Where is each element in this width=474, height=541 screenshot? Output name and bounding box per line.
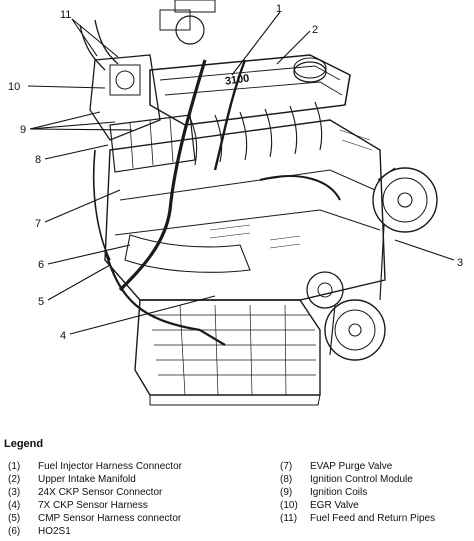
legend-number: (11) (280, 513, 298, 524)
legend-item: (4) 7X CKP Sensor Harness (8, 499, 248, 512)
legend-item: (10) EGR Valve (280, 499, 470, 512)
legend-label: HO2S1 (38, 526, 71, 537)
legend-label: 24X CKP Sensor Connector (38, 487, 163, 498)
callout-9: 9 (20, 124, 26, 136)
legend-number: (9) (280, 487, 293, 498)
legend-number: (10) (280, 500, 298, 511)
legend-number: (3) (8, 487, 21, 498)
callout-7: 7 (35, 218, 41, 230)
legend-number: (2) (8, 474, 21, 485)
callout-8: 8 (35, 154, 41, 166)
callout-numbers: 1 2 3 4 5 6 7 8 9 10 11 (8, 3, 463, 342)
callout-11: 11 (60, 9, 71, 21)
manifold-lettering: 3100 (224, 72, 250, 87)
legend-label: Fuel Feed and Return Pipes (310, 513, 436, 524)
legend-column-left: (1) Fuel Injector Harness Connector (2) Up… (8, 460, 248, 538)
legend-title: Legend (4, 438, 44, 450)
callout-3: 3 (457, 257, 463, 269)
legend-item: (9) Ignition Coils (280, 486, 470, 499)
legend-label: 7X CKP Sensor Harness (38, 500, 148, 511)
callout-leaders (27, 11, 455, 335)
legend-label: Upper Intake Manifold (38, 474, 136, 485)
legend-column-right: (7) EVAP Purge Valve (8) Ignition Control … (280, 460, 470, 525)
callout-6: 6 (38, 259, 44, 271)
legend-label: Ignition Coils (310, 487, 368, 498)
legend-number: (8) (280, 474, 293, 485)
legend-number: (4) (8, 500, 21, 511)
legend-number: (5) (8, 513, 21, 524)
legend-item: (6) HO2S1 (8, 525, 248, 538)
legend-label: CMP Sensor Harness connector (38, 513, 182, 524)
legend-label: Ignition Control Module (310, 474, 413, 485)
legend-item: (2) Upper Intake Manifold (8, 473, 248, 486)
engine-illustration (79, 0, 438, 406)
callout-4: 4 (60, 330, 66, 342)
callout-10: 10 (8, 81, 20, 93)
legend-item: (8) Ignition Control Module (280, 473, 470, 486)
legend-item: (7) EVAP Purge Valve (280, 460, 470, 473)
legend-label: EVAP Purge Valve (310, 461, 393, 472)
engine-diagram: 3100 1 2 3 4 5 6 7 8 9 10 11 (8, 0, 463, 406)
legend-item: (5) CMP Sensor Harness connector (8, 512, 248, 525)
legend-item: (3) 24X CKP Sensor Connector (8, 486, 248, 499)
legend-number: (1) (8, 461, 21, 472)
legend-label: Fuel Injector Harness Connector (38, 461, 182, 472)
legend-number: (7) (280, 461, 293, 472)
legend-item: (11) Fuel Feed and Return Pipes (280, 512, 470, 525)
legend-label: EGR Valve (310, 500, 359, 511)
callout-5: 5 (38, 296, 44, 308)
legend-item: (1) Fuel Injector Harness Connector (8, 460, 248, 473)
legend-number: (6) (8, 526, 21, 537)
callout-1: 1 (276, 3, 282, 15)
callout-2: 2 (312, 24, 318, 36)
